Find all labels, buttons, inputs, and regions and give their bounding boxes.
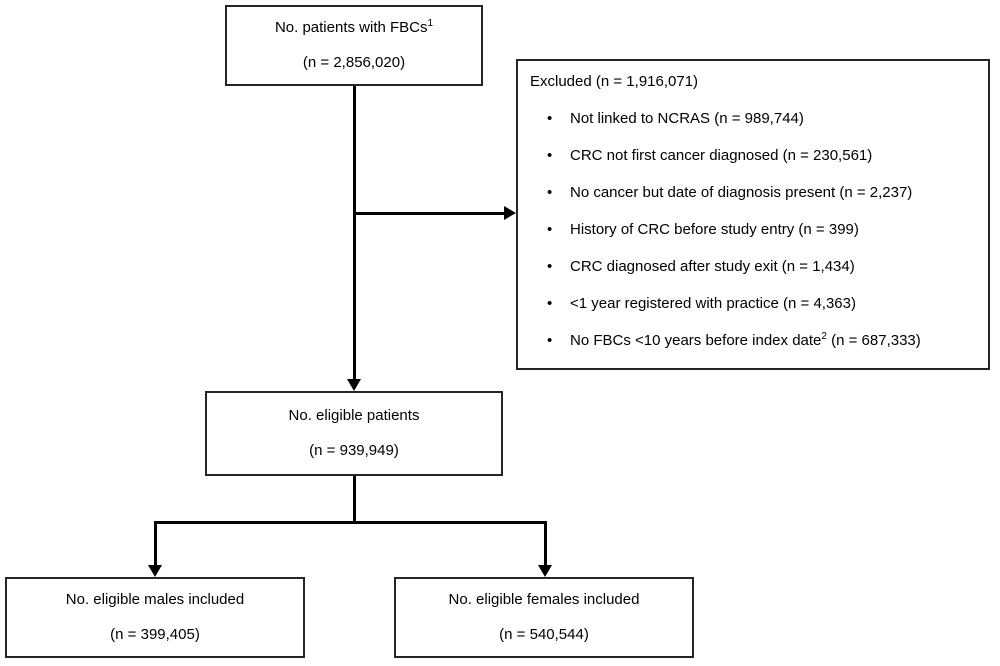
arrowhead-down-icon [148,565,162,577]
connector-eligible-to-branch [353,476,356,524]
excluded-title: Excluded (n = 1,916,071) [530,73,699,90]
bullet-icon: • [547,110,553,127]
excluded-item: • History of CRC before study entry (n = … [530,219,976,241]
box-title-line: No. eligible patients [288,407,420,424]
branch-horizontal-line [154,521,546,524]
eligible-females-box: No. eligible females included (n = 540,5… [394,577,694,658]
excluded-item-text: CRC not first cancer diagnosed (n = 230,… [570,147,873,164]
excluded-box: Excluded (n = 1,916,071) • Not linked to … [516,59,990,370]
arrowhead-down-icon [347,379,361,391]
box-count-line: (n = 939,949) [309,442,399,459]
box-count-line: (n = 2,856,020) [302,54,406,71]
connector-branch-to-females [544,521,547,565]
box-text: No. patients with FBCs [274,19,428,36]
excluded-item-superscript: 2 [821,331,827,342]
excluded-item: • <1 year registered with practice (n = 4… [530,293,976,315]
bullet-icon: • [547,332,553,349]
excluded-item-text: No cancer but date of diagnosis present … [570,184,913,201]
eligible-males-box: No. eligible males included (n = 399,405… [5,577,305,658]
eligible-patients-box: No. eligible patients (n = 939,949) [205,391,503,476]
excluded-list: • Not linked to NCRAS (n = 989,744) • CRC … [530,108,976,352]
connector-patients-to-eligible [353,86,356,380]
box-title-line: No. eligible males included [65,591,245,608]
bullet-icon: • [547,184,553,201]
box-title-line: No. patients with FBCs1 [275,18,433,38]
arrowhead-down-icon [538,565,552,577]
bullet-icon: • [547,295,553,312]
box-count-line: (n = 399,405) [110,626,200,643]
connector-to-excluded [354,212,504,215]
excluded-item: • No cancer but date of diagnosis present… [530,182,976,204]
excluded-item: • No FBCs <10 years before index date2 (n… [530,330,976,352]
excluded-item-text: <1 year registered with practice (n = 4,… [570,295,856,312]
excluded-item: • CRC diagnosed after study exit (n = 1,4… [530,256,976,278]
excluded-item-text: CRC diagnosed after study exit (n = 1,43… [570,258,855,275]
bullet-icon: • [547,258,553,275]
excluded-item-text-after: (n = 687,333) [826,332,921,349]
box-title-line: No. eligible females included [448,591,640,608]
connector-branch-to-males [154,521,157,565]
arrowhead-right-icon [504,206,516,220]
excluded-item-text: No FBCs <10 years before index date [570,332,822,349]
patients-with-fbcs-box: No. patients with FBCs1 (n = 2,856,020) [225,5,483,86]
excluded-item: • Not linked to NCRAS (n = 989,744) [530,108,976,130]
excluded-item-text: History of CRC before study entry (n = 3… [570,221,859,238]
excluded-item: • CRC not first cancer diagnosed (n = 230… [530,145,976,167]
excluded-item-text: Not linked to NCRAS (n = 989,744) [570,110,804,127]
box-count-line: (n = 540,544) [499,626,589,643]
bullet-icon: • [547,147,553,164]
bullet-icon: • [547,221,553,238]
footnote-1-superscript: 1 [427,18,434,29]
